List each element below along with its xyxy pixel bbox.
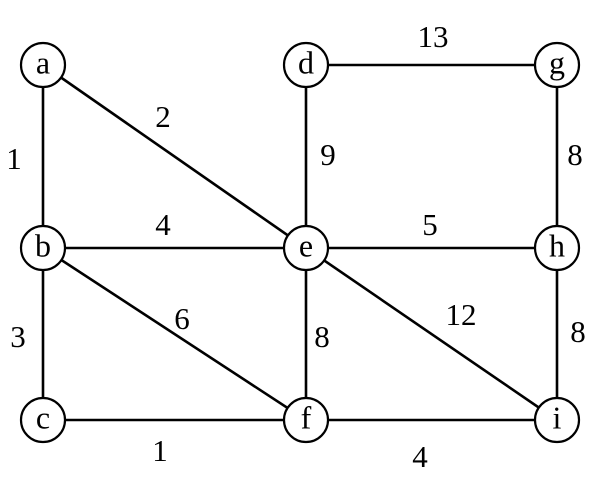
node-label-a: a [36,44,50,80]
node-b: b [19,224,67,272]
edge-weight-b-e: 4 [155,207,171,242]
node-label-g: g [549,44,565,80]
edge-weight-a-b: 1 [6,141,22,176]
edge-weight-e-i: 12 [446,297,477,332]
node-h: h [533,224,581,272]
node-g: g [533,41,581,89]
node-label-i: i [553,399,562,435]
node-label-h: h [549,227,565,263]
node-circle-i [533,396,581,444]
node-circle-h [533,224,581,272]
node-circle-f [282,396,330,444]
node-e: e [282,224,330,272]
edges-layer [41,63,559,422]
edge-weight-b-f: 6 [174,301,190,336]
node-circle-c [19,396,67,444]
edge-weight-e-f: 8 [314,319,330,354]
node-c: c [19,396,67,444]
edge-a-e [42,63,307,250]
node-circle-b [19,224,67,272]
edge-weight-d-e: 9 [320,137,336,172]
node-circle-a [19,41,67,89]
node-circle-e [282,224,330,272]
nodes-layer: a b c d e f g h i [19,41,581,444]
node-label-e: e [299,227,313,263]
edge-weight-g-h: 8 [567,137,583,172]
node-d: d [282,41,330,89]
edge-b-f [42,246,307,422]
edge-weight-b-c: 3 [10,319,26,354]
edge-weight-e-h: 5 [422,207,438,242]
edge-weight-h-i: 8 [570,314,586,349]
edge-weight-f-i: 4 [412,439,428,474]
node-label-c: c [36,399,50,435]
edge-e-i [305,246,558,422]
node-a: a [19,41,67,89]
node-i: i [533,396,581,444]
node-circle-g [533,41,581,89]
edge-weight-d-g: 13 [418,19,449,54]
node-f: f [282,396,330,444]
node-label-f: f [301,399,312,435]
node-label-b: b [35,227,51,263]
edge-weight-a-e: 2 [155,99,171,134]
edge-weight-c-f: 1 [152,433,168,468]
node-label-d: d [298,44,314,80]
node-circle-d [282,41,330,89]
